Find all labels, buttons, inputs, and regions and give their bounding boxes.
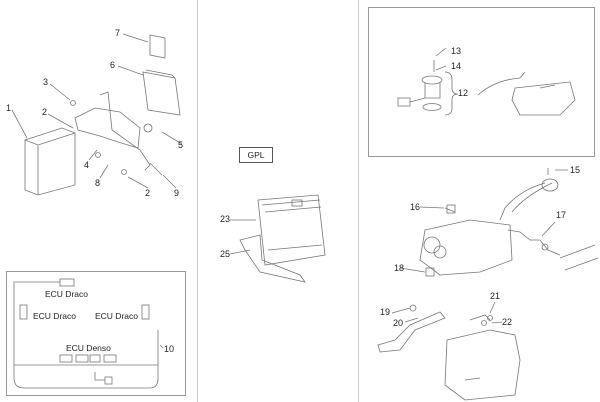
- fuel-pump-drawing: [397, 47, 576, 116]
- gpl-label: GPL: [239, 147, 273, 163]
- connector-label-ecu-denso: ECU Denso: [66, 343, 111, 353]
- callout-9: 9: [174, 188, 180, 198]
- ecu-unit-drawing: [24, 127, 76, 196]
- wiring-harness-drawing: [13, 278, 164, 389]
- engine-drawing: [399, 168, 599, 277]
- callout-4: 4: [84, 160, 90, 170]
- callout-6: 6: [110, 60, 116, 70]
- callout-22: 22: [502, 317, 513, 327]
- callout-2: 2: [42, 107, 48, 117]
- callout-12: 12: [458, 88, 469, 98]
- callout-21: 21: [490, 291, 501, 301]
- callout-8: 8: [95, 178, 101, 188]
- callout-7: 7: [115, 28, 121, 38]
- callout-19: 19: [380, 307, 391, 317]
- callout-1: 1: [6, 103, 12, 113]
- callout-14: 14: [451, 61, 462, 71]
- callout-5: 5: [178, 140, 184, 150]
- callout-2b: 2: [145, 188, 151, 198]
- gearbox-drawing: [444, 301, 521, 401]
- panel-divider-right: [358, 0, 359, 402]
- ecu-module-drawing: [142, 34, 181, 116]
- callout-10: 10: [164, 344, 175, 354]
- wiring-inset: [6, 271, 186, 396]
- panel-divider-left: [197, 0, 198, 402]
- bracket-drawing: [70, 91, 163, 176]
- callout-23: 23: [220, 214, 231, 224]
- fuel-rail-drawing: [377, 304, 446, 353]
- gpl-ecu-drawing: [229, 194, 326, 283]
- callout-3: 3: [43, 77, 49, 87]
- callout-17: 17: [556, 210, 567, 220]
- callout-16: 16: [410, 202, 421, 212]
- callout-18: 18: [394, 263, 405, 273]
- connector-label-ecu-draco-left: ECU Draco: [33, 311, 76, 321]
- connector-label-ecu-draco-right: ECU Draco: [95, 311, 138, 321]
- callout-13: 13: [451, 46, 462, 56]
- connector-label-ecu-draco-top: ECU Draco: [45, 289, 88, 299]
- fuel-pump-inset: [368, 7, 595, 157]
- callout-20: 20: [393, 318, 404, 328]
- callout-25: 25: [220, 249, 231, 259]
- callout-15: 15: [570, 165, 581, 175]
